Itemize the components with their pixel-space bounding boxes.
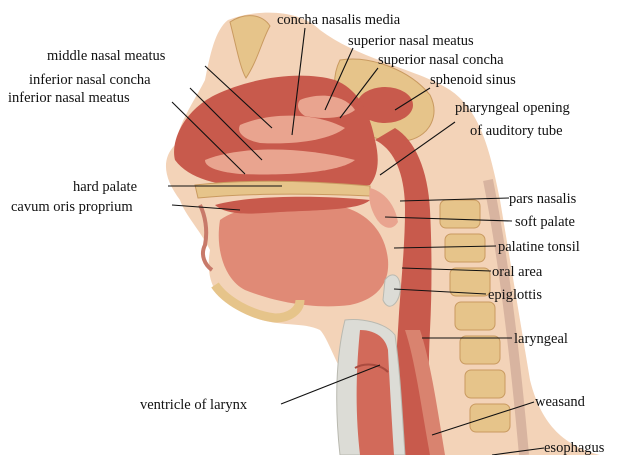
label-middle-nasal-meatus: middle nasal meatus (47, 48, 166, 64)
label-weasand: weasand (535, 394, 586, 410)
label-sphenoid-sinus: sphenoid sinus (430, 72, 516, 88)
label-pars-nasalis: pars nasalis (509, 191, 577, 207)
label-oral-area: oral area (492, 264, 543, 280)
label-cavum-oris-proprium: cavum oris proprium (11, 199, 133, 215)
label-superior-nasal-concha: superior nasal concha (378, 52, 504, 68)
label-hard-palate: hard palate (73, 179, 137, 195)
label-pharyngeal-opening-line1: pharyngeal opening (455, 100, 570, 116)
label-pharyngeal-opening-line2: of auditory tube (470, 123, 563, 139)
label-esophagus: esophagus (544, 440, 605, 455)
label-laryngeal: laryngeal (514, 331, 568, 347)
label-soft-palate: soft palate (515, 214, 575, 230)
label-superior-nasal-meatus: superior nasal meatus (348, 33, 474, 49)
label-inferior-nasal-meatus: inferior nasal meatus (8, 90, 130, 106)
illustration (166, 13, 600, 455)
label-concha-nasalis-media: concha nasalis media (277, 12, 401, 28)
label-ventricle-of-larynx: ventricle of larynx (140, 397, 248, 413)
label-palatine-tonsil: palatine tonsil (498, 239, 580, 255)
label-epiglottis: epiglottis (488, 287, 542, 303)
label-inferior-nasal-concha: inferior nasal concha (29, 72, 151, 88)
